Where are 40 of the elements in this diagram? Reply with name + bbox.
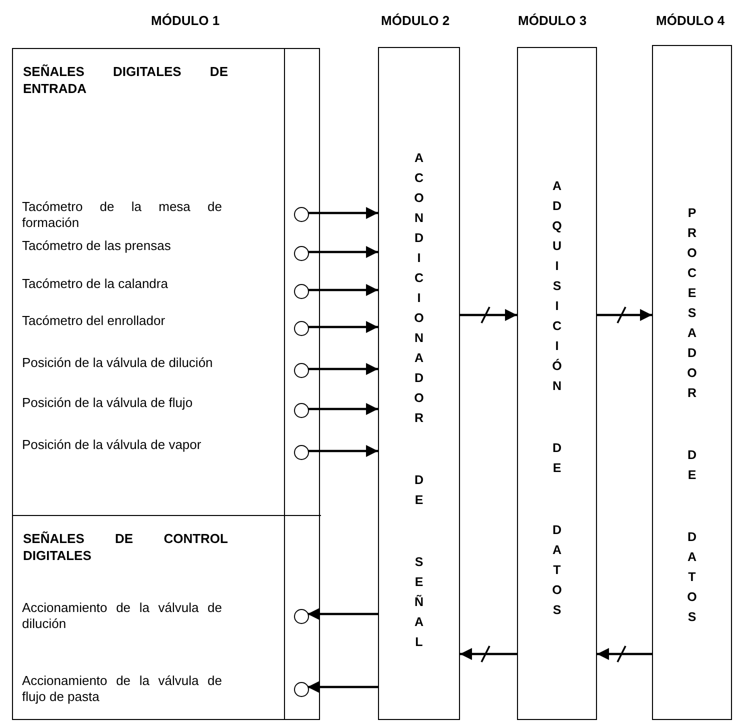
- signal-circle: [294, 320, 308, 336]
- signal-label: Accionamiento de la válvula de dilución: [22, 600, 222, 632]
- bus-arrow: [460, 306, 517, 324]
- section-heading: SEÑALES DIGITALES DE ENTRADA: [23, 63, 228, 97]
- arrow: [308, 363, 378, 375]
- signal-circle: [294, 444, 308, 460]
- signal-circle: [294, 206, 308, 222]
- signal-circle: [294, 402, 308, 418]
- module-title: MÓDULO 4: [656, 13, 725, 28]
- arrow: [308, 403, 378, 415]
- bus-arrow: [597, 306, 652, 324]
- arrow: [308, 445, 378, 457]
- signal-label: Tacómetro del enrollador: [22, 313, 166, 329]
- signal-label: Tacómetro de la mesa de formación: [22, 199, 222, 231]
- arrow: [308, 207, 378, 219]
- signal-circle: [294, 246, 308, 260]
- module-title: MÓDULO 2: [381, 13, 450, 28]
- module-name: PROCESADOR DE DATOS: [685, 206, 699, 630]
- bus-arrow: [597, 646, 652, 662]
- module-title: MÓDULO 3: [518, 13, 587, 28]
- module-title: MÓDULO 1: [151, 13, 220, 28]
- signal-circle: [294, 608, 308, 624]
- module-name: ADQUISICIÓN DE DATOS: [550, 179, 564, 623]
- arrow: [308, 608, 378, 620]
- bus-arrow: [460, 646, 517, 662]
- signal-circle: [294, 284, 308, 298]
- signal-label: Accionamiento de la válvula de flujo de pasta: [22, 673, 222, 705]
- signal-label: Tacómetro de las prensas: [22, 238, 172, 254]
- signal-circle: [294, 682, 308, 696]
- arrow: [308, 681, 378, 693]
- module-name: ACONDICIONADOR DE SEÑAL: [412, 151, 426, 655]
- signal-label: Tacómetro de la calandra: [22, 276, 169, 292]
- arrow: [308, 284, 378, 296]
- signal-label: Posición de la válvula de dilución: [22, 355, 214, 371]
- signal-label: Posición de la válvula de flujo: [22, 395, 194, 411]
- arrow: [308, 246, 378, 258]
- section-heading: SEÑALES DE CONTROL DIGITALES: [23, 530, 228, 564]
- signal-label: Posición de la válvula de vapor: [22, 437, 202, 453]
- signal-circle: [294, 362, 308, 378]
- arrow: [308, 321, 378, 333]
